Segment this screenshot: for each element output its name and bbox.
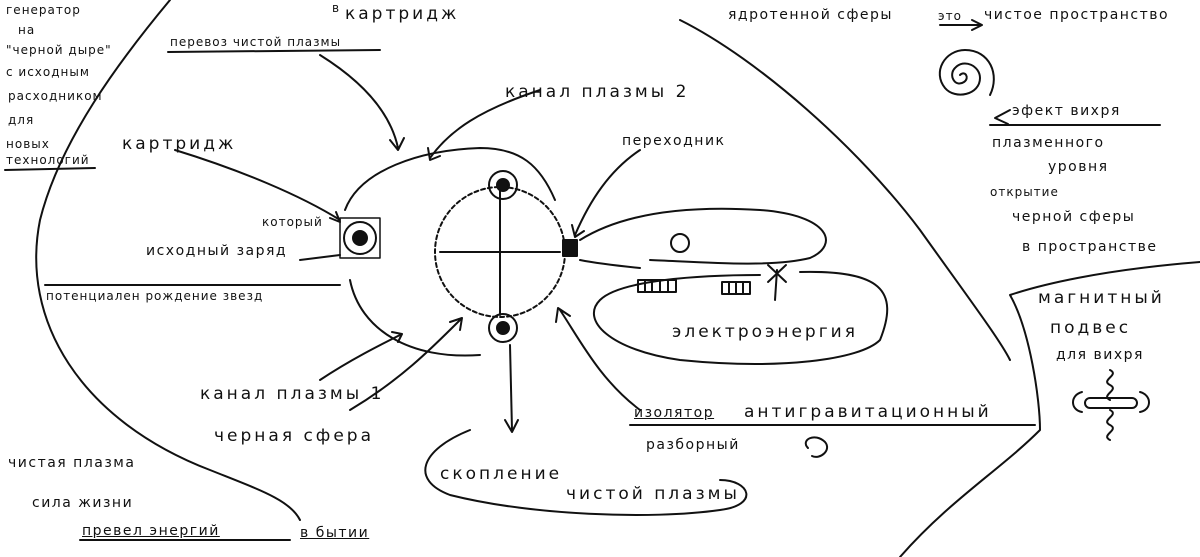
label-cartridge-top: картридж bbox=[345, 6, 459, 23]
label-transport: перевоз чистой плазмы bbox=[170, 36, 341, 48]
collapsible-icon bbox=[806, 437, 827, 457]
arrow-channel1 bbox=[320, 332, 402, 380]
channel-top-arc bbox=[345, 148, 555, 210]
label-cartridge-top-mark: в bbox=[332, 2, 340, 14]
label-opening-2: черной сферы bbox=[1012, 210, 1135, 224]
adapter-device bbox=[563, 240, 577, 256]
label-core-sphere-3: чистое пространство bbox=[984, 8, 1169, 22]
adapter-enclosure bbox=[580, 209, 826, 264]
windmill-icon bbox=[768, 265, 786, 300]
label-which: который bbox=[262, 216, 323, 228]
label-source-charge: исходный заряд bbox=[146, 244, 287, 258]
label-magnetic-2: подвес bbox=[1050, 320, 1131, 337]
label-magnetic-1: магнитный bbox=[1038, 290, 1165, 307]
arrow-electro-adapter bbox=[580, 260, 640, 268]
label-adapter: переходник bbox=[622, 134, 726, 148]
label-insulator-1: изолятор bbox=[634, 406, 714, 420]
label-opening-1: открытие bbox=[990, 186, 1059, 198]
label-core-sphere-2: это bbox=[938, 10, 962, 22]
arrow-core bbox=[300, 255, 340, 260]
outer-curve-top bbox=[680, 20, 1010, 360]
label-core-sphere-1: ядротенной сферы bbox=[728, 8, 893, 22]
label-generator-4: с исходным bbox=[6, 66, 90, 78]
label-collapsible: разборный bbox=[646, 438, 740, 452]
magnet-suspension-icon bbox=[1073, 370, 1149, 440]
arrow-adapter bbox=[572, 150, 640, 237]
label-accumulation-2: чистой плазмы bbox=[566, 486, 740, 503]
arrow-vortex bbox=[995, 110, 1010, 124]
label-electro: электроэнергия bbox=[672, 324, 858, 341]
label-magnetic-3: для вихря bbox=[1056, 348, 1144, 362]
spiral-icon bbox=[940, 50, 994, 95]
label-channel2: канал плазмы 2 bbox=[505, 84, 689, 101]
plasma-ball bbox=[671, 234, 689, 252]
label-generator-5: расходником bbox=[8, 90, 103, 102]
label-insulator-2: антигравитационный bbox=[744, 404, 992, 421]
label-transition-1: превел энергий bbox=[82, 524, 220, 538]
label-black-sphere: черная сфера bbox=[214, 428, 374, 445]
label-cartridge-left: картридж bbox=[122, 136, 236, 153]
label-channel1: канал плазмы 1 bbox=[200, 386, 384, 403]
label-generator-7: новых bbox=[6, 138, 50, 150]
label-potential: потенциален рождение звезд bbox=[46, 290, 263, 302]
label-pure-plasma: чистая плазма bbox=[8, 456, 135, 470]
label-generator-8: технологий bbox=[6, 154, 90, 166]
label-accumulation-1: скопление bbox=[440, 466, 562, 483]
label-generator-2: на bbox=[18, 24, 35, 36]
label-vortex-effect-2: плазменного bbox=[992, 136, 1105, 150]
label-generator-3: "черной дыре" bbox=[6, 44, 112, 56]
label-life-force: сила жизни bbox=[32, 496, 133, 510]
arrow-transport bbox=[320, 55, 404, 150]
label-generator-1: генератор bbox=[6, 4, 81, 16]
arrow-down bbox=[505, 345, 518, 432]
label-opening-3: в пространстве bbox=[1022, 240, 1158, 254]
arrow-cartridge-left bbox=[175, 150, 340, 222]
label-vortex-effect-3: уровня bbox=[1048, 160, 1109, 174]
label-generator-6: для bbox=[8, 114, 34, 126]
label-transition-2: в бытии bbox=[300, 526, 369, 540]
label-vortex-effect-1: эфект вихря bbox=[1012, 104, 1121, 118]
